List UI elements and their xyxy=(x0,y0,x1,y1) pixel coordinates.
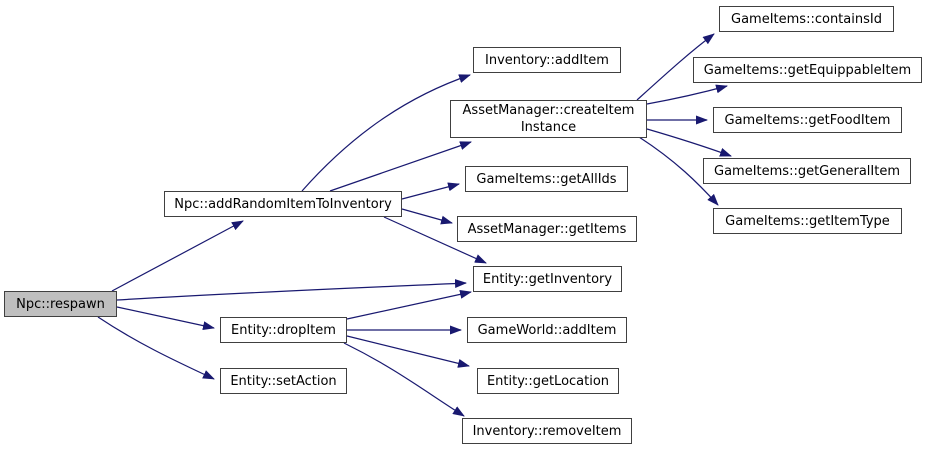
node-game-items-get-food-item[interactable]: GameItems::getFoodItem xyxy=(713,107,902,133)
edge-addrandomitem-to-getitems xyxy=(401,208,453,225)
node-game-items-get-all-ids[interactable]: GameItems::getAllIds xyxy=(465,166,628,192)
edge-respawn-to-addrandomitem xyxy=(111,220,244,292)
node-npc-respawn: Npc::respawn xyxy=(4,291,117,317)
node-asset-manager-get-items[interactable]: AssetManager::getItems xyxy=(457,216,637,242)
edge-dropitem-to-getinventory xyxy=(346,289,472,320)
node-entity-get-inventory[interactable]: Entity::getInventory xyxy=(473,266,622,292)
edge-dropitem-to-getlocation xyxy=(346,335,470,368)
node-game-items-get-item-type[interactable]: GameItems::getItemType xyxy=(713,208,902,234)
node-entity-get-location[interactable]: Entity::getLocation xyxy=(477,368,619,394)
edge-createiteminstance-to-containsid xyxy=(636,33,715,101)
edge-addrandomitem-to-inventoryadditem xyxy=(301,74,471,192)
edge-respawn-to-setaction xyxy=(97,316,215,380)
node-game-items-get-equippable-item[interactable]: GameItems::getEquippableItem xyxy=(693,57,922,83)
node-asset-manager-create-item-instance[interactable]: AssetManager::createItem Instance xyxy=(450,100,647,138)
edge-respawn-to-getinventory xyxy=(116,279,467,301)
edge-respawn-to-dropitem xyxy=(116,306,215,331)
edge-addrandomitem-to-getinventory xyxy=(383,216,487,264)
node-npc-add-random-item-to-inventory[interactable]: Npc::addRandomItemToInventory xyxy=(164,191,402,217)
node-game-items-contains-id[interactable]: GameItems::containsId xyxy=(719,6,894,32)
edge-addrandomitem-to-getallids xyxy=(401,182,460,200)
edge-createiteminstance-to-getitemtype xyxy=(638,136,719,206)
node-game-world-add-item[interactable]: GameWorld::addItem xyxy=(467,317,627,343)
node-game-items-get-general-item[interactable]: GameItems::getGeneralItem xyxy=(703,158,911,184)
edge-createiteminstance-to-getequippableitem xyxy=(646,84,728,105)
edge-dropitem-to-removeitem xyxy=(343,342,465,417)
edge-createiteminstance-to-getgeneralitem xyxy=(646,128,732,157)
edge-addrandomitem-to-createiteminstance xyxy=(329,141,472,192)
node-inventory-remove-item[interactable]: Inventory::removeItem xyxy=(462,418,632,444)
node-inventory-add-item[interactable]: Inventory::addItem xyxy=(473,47,621,73)
node-entity-set-action[interactable]: Entity::setAction xyxy=(220,368,347,394)
node-entity-drop-item[interactable]: Entity::dropItem xyxy=(220,317,347,343)
